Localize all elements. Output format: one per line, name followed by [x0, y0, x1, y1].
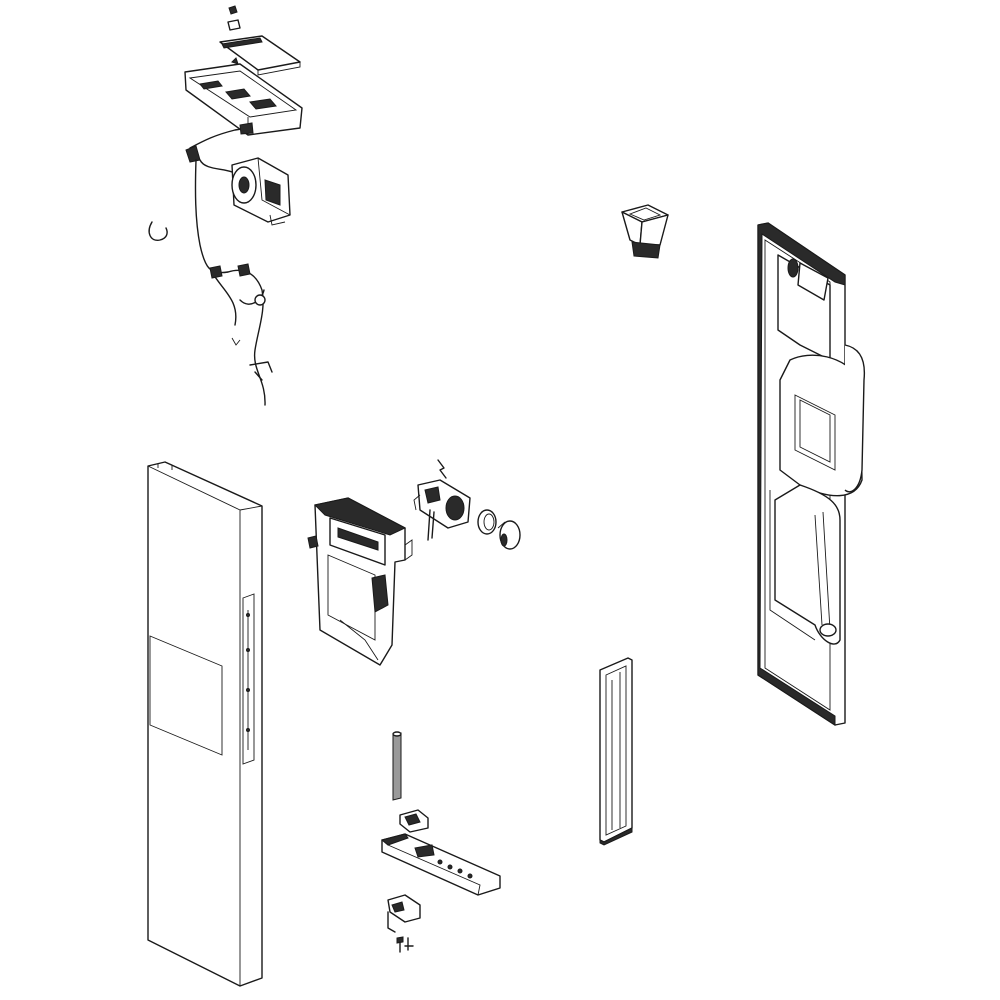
hinge-screws [396, 936, 414, 953]
dispenser-motor [231, 157, 291, 226]
bottom-tray [380, 833, 501, 896]
wire-harness [185, 122, 273, 406]
screw-top [228, 5, 238, 15]
cover-plate [219, 35, 301, 76]
tray-clip [399, 809, 429, 833]
ice-actuator [413, 459, 471, 541]
clip-top [227, 19, 241, 31]
pivot-rod [392, 731, 402, 801]
actuator-ring-a [477, 509, 497, 535]
hinge-bracket [387, 894, 421, 933]
dispenser-housing [307, 497, 413, 666]
control-bracket [184, 57, 303, 136]
door-inner-liner [757, 222, 866, 726]
wire-hook [148, 221, 168, 241]
ice-funnel [621, 204, 669, 259]
actuator-ring-b [497, 520, 521, 550]
door-side-strip [599, 657, 633, 846]
door-outer-panel [147, 461, 263, 987]
